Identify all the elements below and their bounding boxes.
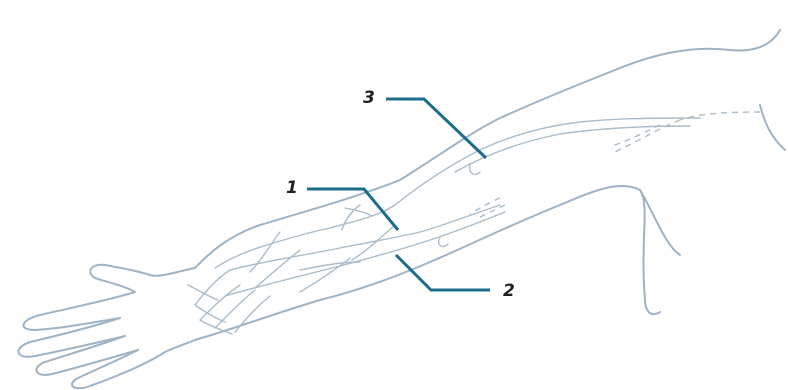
label-3: 3 [363,90,375,107]
label-2: 2 [503,283,515,300]
label-1: 1 [286,180,298,197]
leader-line-2 [396,255,490,290]
leader-line-3 [386,99,486,158]
arm-outline [18,30,785,388]
leader-lines [307,99,490,290]
